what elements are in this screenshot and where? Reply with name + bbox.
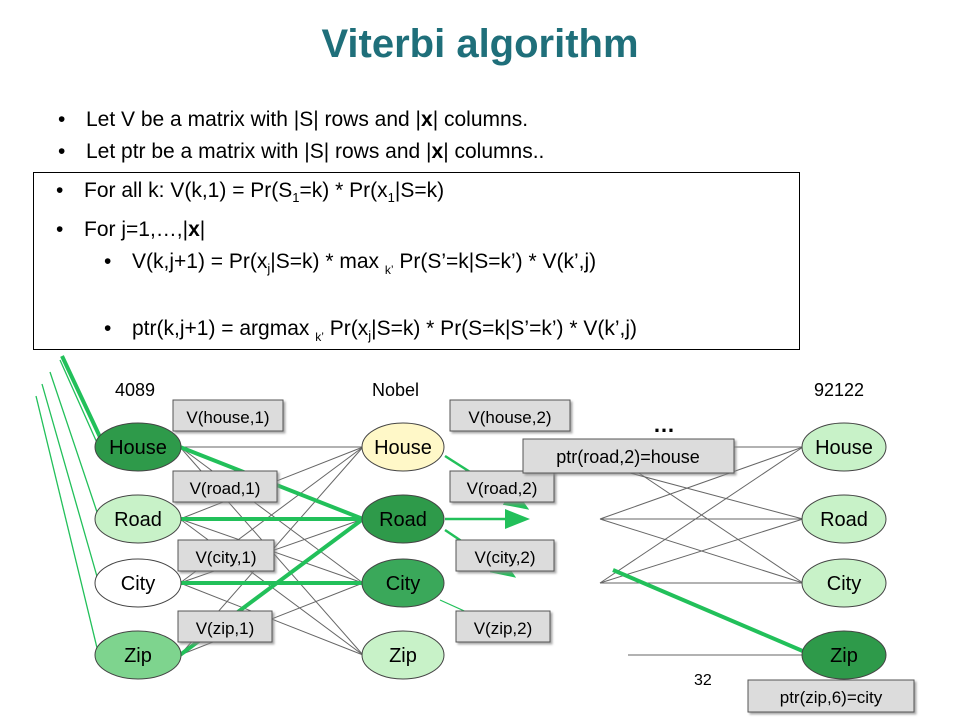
svg-text:V(city,2): V(city,2)	[474, 548, 535, 567]
ellipsis: …	[653, 412, 675, 437]
bullet-ptr-matrix: •Let ptr be a matrix with |S| rows and |…	[58, 140, 545, 163]
bullet-init: •For all k: V(k,1) = Pr(S1=k) * Pr(x1|S=…	[56, 179, 445, 206]
svg-text:Zip: Zip	[830, 645, 858, 667]
bullet-ptr-recurrence: •ptr(k,j+1) = argmax k’ Pr(xj|S=k) * Pr(…	[104, 317, 637, 345]
svg-text:V(road,1): V(road,1)	[190, 479, 261, 498]
svg-text:Road: Road	[820, 509, 868, 531]
svg-text:House: House	[374, 437, 432, 459]
svg-text:V(house,1): V(house,1)	[186, 408, 269, 427]
svg-text:City: City	[121, 573, 155, 595]
ptr-label-road-2: ptr(road,2)=house	[522, 438, 735, 474]
state-node-zip-col1: Zip	[94, 630, 182, 680]
svg-text:V(city,1): V(city,1)	[195, 548, 256, 567]
svg-text:V(zip,2): V(zip,2)	[474, 619, 533, 638]
svg-text:Road: Road	[114, 509, 162, 531]
svg-text:City: City	[386, 573, 420, 595]
svg-text:Road: Road	[379, 509, 427, 531]
v-label-zip-1: V(zip,1)	[177, 610, 273, 643]
slide-number: 32	[694, 672, 712, 689]
svg-text:V(road,2): V(road,2)	[467, 479, 538, 498]
svg-text:ptr(road,2)=house: ptr(road,2)=house	[556, 447, 700, 467]
state-node-road-col3: Road	[801, 494, 887, 544]
state-node-road-col1: Road	[94, 494, 182, 544]
v-label-zip-2: V(zip,2)	[455, 610, 551, 643]
bullet-loop: •For j=1,…,|x|	[56, 218, 206, 242]
v-label-road-2: V(road,2)	[449, 470, 555, 503]
svg-text:City: City	[827, 573, 861, 595]
v-label-road-1: V(road,1)	[172, 470, 278, 503]
ptr-label-zip-6: ptr(zip,6)=city	[747, 679, 915, 713]
svg-text:Zip: Zip	[389, 645, 417, 667]
column-header-nobel: Nobel	[372, 380, 419, 400]
svg-text:V(zip,1): V(zip,1)	[196, 619, 255, 638]
transition-edges-final	[599, 446, 804, 656]
incoming-edges	[35, 359, 99, 653]
state-node-zip-col3: Zip	[801, 630, 887, 680]
column-header-4089: 4089	[115, 380, 155, 400]
column-header-92122: 92122	[814, 380, 864, 400]
state-node-house-col1: House	[94, 422, 182, 472]
slide-title: Viterbi algorithm	[321, 22, 639, 66]
state-node-road-col2: Road	[361, 494, 445, 544]
state-node-city-col3: City	[801, 558, 887, 608]
state-node-city-col1: City	[94, 558, 182, 608]
svg-text:Zip: Zip	[124, 645, 152, 667]
bullet-v-recurrence: •V(k,j+1) = Pr(xj|S=k) * max k’ Pr(S’=k|…	[104, 250, 597, 278]
state-node-house-col3: House	[801, 422, 887, 472]
state-node-city-col2: City	[361, 558, 445, 608]
state-node-zip-col2: Zip	[361, 630, 445, 680]
state-node-house-col2: House	[361, 422, 445, 472]
svg-text:House: House	[815, 437, 873, 459]
svg-text:ptr(zip,6)=city: ptr(zip,6)=city	[780, 688, 883, 707]
v-label-house-2: V(house,2)	[449, 399, 571, 432]
svg-text:V(house,2): V(house,2)	[468, 408, 551, 427]
final-max-path-edge	[612, 568, 806, 654]
bullet-v-matrix: •Let V be a matrix with |S| rows and |x|…	[58, 108, 529, 131]
intro-bullets: •Let V be a matrix with |S| rows and |x|…	[58, 104, 544, 168]
v-label-house-1: V(house,1)	[172, 399, 284, 432]
algorithm-box: •For all k: V(k,1) = Pr(S1=k) * Pr(x1|S=…	[33, 172, 800, 350]
v-label-city-1: V(city,1)	[177, 539, 275, 572]
v-label-city-2: V(city,2)	[455, 539, 555, 572]
incoming-edge-bold	[60, 355, 102, 438]
svg-text:House: House	[109, 437, 167, 459]
